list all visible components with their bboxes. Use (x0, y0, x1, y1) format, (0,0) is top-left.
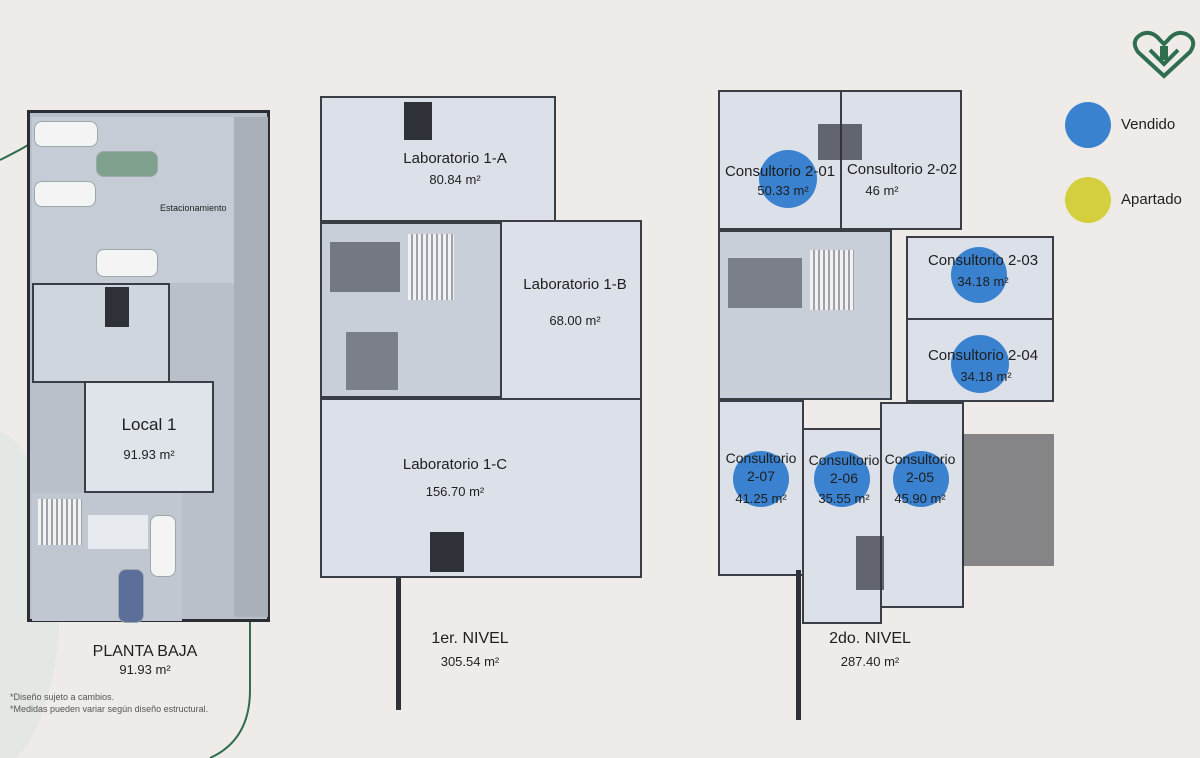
laboratorio-1b-room (500, 220, 642, 400)
laboratorio-1b-area: 68.00 m² (549, 313, 601, 328)
elevator-block (330, 242, 400, 292)
consultorio-2-02-label: Consultorio 2-02 (846, 161, 958, 178)
terrace-block (962, 434, 1054, 566)
laboratorio-1a-room (320, 96, 556, 222)
note-1: *Diseño sujeto a cambios. (10, 692, 115, 702)
consultorio-2-03-label: Consultorio 2-03 (927, 252, 1039, 269)
laboratorio-1a-label: Laboratorio 1-A (403, 150, 507, 167)
restroom-block (856, 536, 884, 590)
laboratorio-1a-area: 80.84 m² (429, 172, 481, 187)
consultorio-2-04-area: 34.18 m² (960, 369, 1012, 384)
column-post (796, 570, 801, 720)
legend-vendido-swatch (1065, 102, 1111, 148)
restroom-block (346, 332, 398, 390)
consultorio-2-07-number: 2-07 (746, 468, 776, 484)
restroom-block (818, 124, 862, 160)
laboratorio-1c-label: Laboratorio 1-C (402, 456, 508, 473)
consultorio-2-01-label: Consultorio 2-01 (724, 163, 836, 180)
laboratorio-1c-room (320, 398, 642, 578)
local-1-room (84, 381, 214, 493)
consultorio-2-05-area: 45.90 m² (894, 491, 946, 506)
consultorio-2-04-label: Consultorio 2-04 (927, 347, 1039, 364)
nivel-2-caption-title: 2do. NIVEL (829, 630, 911, 647)
consultorio-2-02-room (840, 90, 962, 230)
parking-car (150, 515, 176, 577)
legend-apartado-swatch (1065, 177, 1111, 223)
consultorio-2-06-label: Consultorio (808, 452, 880, 468)
parking-car (34, 121, 98, 147)
restroom-block (430, 532, 464, 572)
local-1-label: Local 1 (121, 415, 177, 434)
parking-car (96, 249, 158, 277)
nivel-2-caption-area: 287.40 m² (840, 654, 900, 669)
status-dot-2-04 (951, 335, 1009, 393)
nivel-1-caption-title: 1er. NIVEL (431, 630, 509, 647)
local-1-area: 91.93 m² (123, 447, 175, 462)
consultorio-2-06-number: 2-06 (829, 470, 859, 486)
status-dot-2-05 (893, 451, 949, 507)
note-2: *Medidas pueden variar según diseño estr… (10, 704, 209, 714)
parking-car (34, 181, 96, 207)
leaf-heart-logo-icon (1132, 30, 1196, 79)
consultorio-2-02-area: 46 m² (865, 183, 899, 198)
consultorio-2-06-area: 35.55 m² (818, 491, 870, 506)
consultorio-2-07-area: 41.25 m² (735, 491, 787, 506)
ramp (234, 117, 268, 617)
estacionamiento-label: Estacionamiento (160, 203, 227, 213)
core-area (718, 230, 892, 400)
legend-vendido-label: Vendido (1121, 116, 1176, 133)
nivel-1-caption-area: 305.54 m² (440, 654, 500, 669)
nivel-1-plan (320, 96, 642, 578)
legend-apartado-label: Apartado (1121, 191, 1182, 208)
status-dot-2-03 (951, 247, 1007, 303)
consultorio-2-07-label: Consultorio (725, 450, 797, 466)
laboratorio-1c-area: 156.70 m² (425, 484, 485, 499)
service-rooms (32, 283, 170, 383)
status-dot-2-01 (759, 150, 817, 208)
entry-stairs (38, 499, 82, 545)
column-post (396, 578, 401, 710)
core-stairs (810, 250, 854, 310)
planta-baja-caption-area: 91.93 m² (119, 662, 171, 677)
stairs-block (105, 287, 129, 327)
consultorio-2-01-area: 50.33 m² (757, 183, 809, 198)
consultorio-2-03-area: 34.18 m² (957, 274, 1009, 289)
consultorio-2-05-label: Consultorio (884, 451, 956, 467)
restroom-block (404, 102, 432, 140)
planta-baja-plan: Estacionamiento Local 1 91.93 m² (27, 110, 270, 623)
core-stairs (408, 234, 454, 300)
parking-car (96, 151, 158, 177)
elevator-block (728, 258, 802, 308)
garage-pool (88, 515, 148, 549)
status-dot-2-07 (733, 451, 789, 507)
parking-car (118, 569, 144, 623)
consultorio-2-05-number: 2-05 (905, 469, 935, 485)
laboratorio-1b-label: Laboratorio 1-B (523, 276, 627, 293)
planta-baja-caption-title: PLANTA BAJA (92, 643, 198, 660)
status-dot-2-06 (814, 451, 870, 507)
